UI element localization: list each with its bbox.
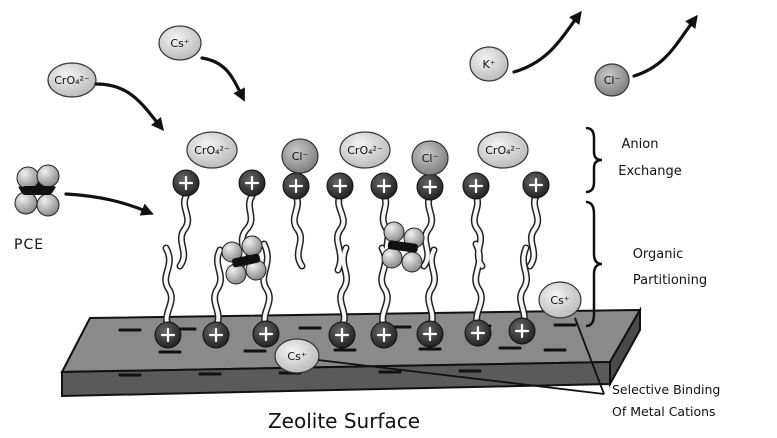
- svg-text:K⁺: K⁺: [482, 58, 495, 71]
- anion-exchange-label-line2: Exchange: [618, 164, 682, 179]
- ion-cs-surface-right: Cs⁺: [539, 282, 581, 318]
- svg-text:CrO₄²⁻: CrO₄²⁻: [347, 144, 383, 157]
- head-group: [523, 172, 549, 198]
- arrow-cl-up: [634, 20, 694, 76]
- ion-cro4-bound-3: CrO₄²⁻: [478, 132, 528, 168]
- ion-cro4-bound-2: CrO₄²⁻: [340, 132, 390, 168]
- head-group: [465, 320, 491, 346]
- head-group: [173, 170, 199, 196]
- svg-text:Cs⁺: Cs⁺: [550, 294, 569, 307]
- arrow-k-up: [514, 16, 578, 72]
- head-group: [239, 170, 265, 196]
- ion-cl-bound-1: Cl⁻: [282, 139, 318, 173]
- head-group: [509, 318, 535, 344]
- head-group: [253, 321, 279, 347]
- svg-text:Cs⁺: Cs⁺: [170, 37, 189, 50]
- brace-organic-partitioning: [586, 202, 602, 326]
- head-group: [283, 173, 309, 199]
- ion-cl-bound-2: Cl⁻: [412, 141, 448, 175]
- arrow-cro4-down: [96, 84, 160, 126]
- svg-text:CrO₄²⁻: CrO₄²⁻: [485, 144, 521, 157]
- svg-text:CrO₄²⁻: CrO₄²⁻: [54, 74, 90, 87]
- zeolite-slab: [62, 310, 640, 396]
- head-group: [417, 321, 443, 347]
- head-group: [463, 173, 489, 199]
- svg-text:Cl⁻: Cl⁻: [604, 74, 621, 87]
- upper-head-groups: [173, 170, 549, 200]
- ion-cl-top: Cl⁻: [595, 64, 629, 96]
- anion-exchange-label-line1: Anion: [622, 137, 659, 152]
- selective-binding-label-line1: Selective Binding: [612, 382, 720, 397]
- svg-text:CrO₄²⁻: CrO₄²⁻: [194, 144, 230, 157]
- ion-cro4-left: CrO₄²⁻: [48, 63, 96, 97]
- head-group: [155, 322, 181, 348]
- selective-binding-label-line2: Of Metal Cations: [612, 404, 716, 419]
- ion-cs-top: Cs⁺: [159, 26, 201, 60]
- head-group: [203, 322, 229, 348]
- head-group: [329, 322, 355, 348]
- head-group: [327, 173, 353, 199]
- svg-text:Cl⁻: Cl⁻: [292, 150, 309, 163]
- pce-label: PCE: [14, 237, 44, 253]
- head-group: [371, 173, 397, 199]
- pce-molecule-free: [15, 165, 59, 216]
- svg-text:Cs⁺: Cs⁺: [287, 350, 306, 363]
- ion-k: K⁺: [470, 47, 508, 81]
- pce-molecule-partitioned-1: [222, 236, 266, 284]
- head-group: [371, 322, 397, 348]
- surfactant-tails: [166, 196, 538, 326]
- svg-text:Cl⁻: Cl⁻: [422, 152, 439, 165]
- head-group: [417, 174, 443, 200]
- ion-cs-surface-center: Cs⁺: [275, 339, 319, 373]
- pce-molecule-partitioned-2: [382, 222, 424, 272]
- arrow-cs-down: [202, 58, 242, 96]
- zeolite-surface-label: Zeolite Surface: [268, 409, 420, 433]
- organic-partitioning-label-line1: Organic: [633, 247, 684, 262]
- organic-partitioning-label-line2: Partitioning: [633, 273, 707, 288]
- ion-cro4-bound-1: CrO₄²⁻: [187, 132, 237, 168]
- brace-anion-exchange: [586, 128, 602, 192]
- lower-head-groups: [155, 318, 535, 348]
- arrow-pce-right: [66, 194, 148, 212]
